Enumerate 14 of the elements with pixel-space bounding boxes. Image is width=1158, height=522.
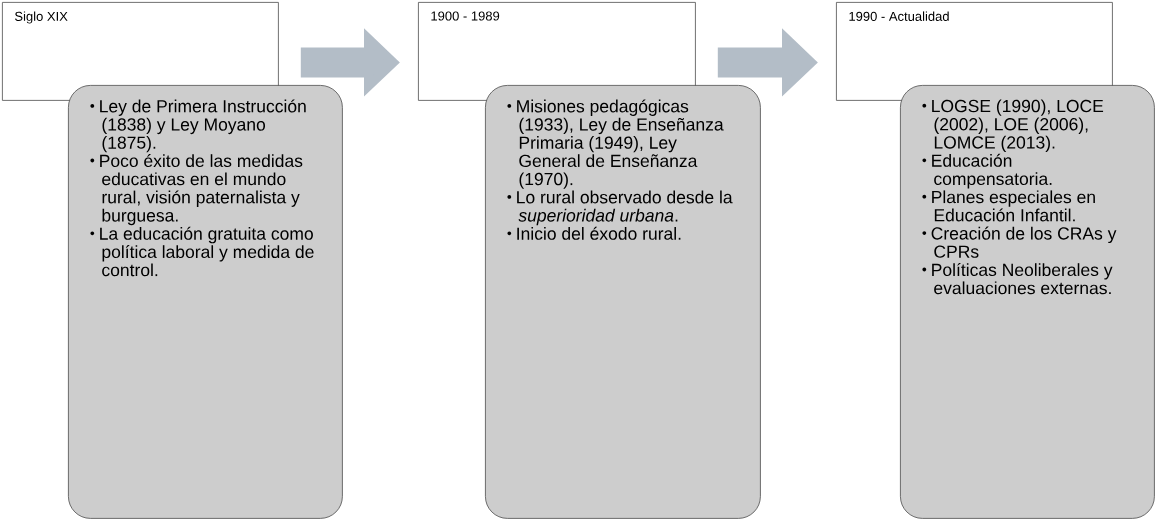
bullet-item: LOGSE (1990), LOCE (2002), LOE (2006), LOMCE (2013). (932, 99, 1104, 153)
bullet-item: Educación compensatoria. (932, 153, 1052, 189)
bullet-item: Políticas Neoliberales y evaluaciones externas. (932, 263, 1113, 295)
rounded-content-box (900, 85, 1155, 519)
bullet-item: Ley de Primera Instrucción (1838) y Ley Moyano (1875). (100, 99, 306, 153)
bullet-item: Misiones pedagógicas (1933), Ley de Enseñanza Primaria (1949), Ley General de Enseñanza (1970). (517, 99, 724, 189)
rounded-content-box (485, 85, 761, 519)
rounded-content-box (68, 85, 343, 519)
bullet-item: La educación gratuita como política laboral y medida de control. (100, 226, 314, 277)
bullet-item: Lo rural observado desde la superioridad urbana. (517, 190, 733, 226)
bullet-item: Poco éxito de las medidas educativas en el mundo rural, visión paternalista y burguesa. (100, 154, 303, 226)
bullet-item: Inicio del éxodo rural. (517, 226, 681, 240)
bullet-item: Planes especiales en Educación Infantil. (932, 190, 1095, 222)
bullet-item: Creación de los CRAs y CPRs (931, 226, 1117, 258)
